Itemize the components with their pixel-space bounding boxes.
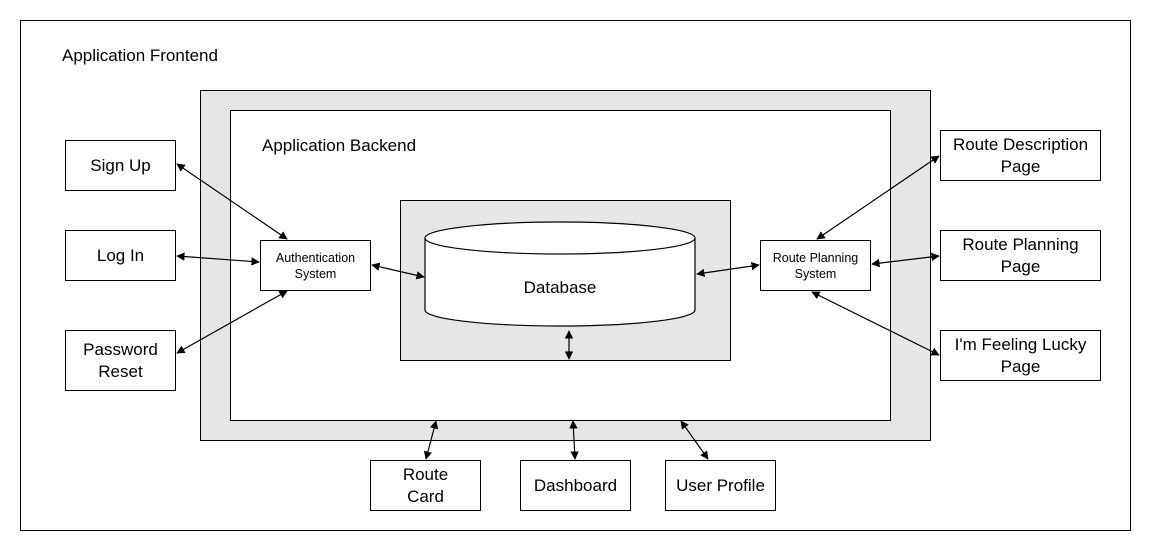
arrow-signup-auth bbox=[176, 163, 288, 240]
database-label: Database bbox=[523, 278, 597, 297]
database-cylinder bbox=[424, 221, 696, 327]
route-planning-page[interactable]: Route Planning Page bbox=[940, 230, 1101, 281]
backend-title: Application Backend bbox=[262, 136, 417, 155]
user-profile-page[interactable]: User Profile bbox=[665, 460, 776, 511]
authentication-system: Authentication System bbox=[260, 240, 371, 291]
log-in-page[interactable]: Log In bbox=[65, 230, 176, 281]
arrow-routeplanning-lucky bbox=[811, 291, 940, 356]
feeling-lucky-page[interactable]: I'm Feeling Lucky Page bbox=[940, 330, 1101, 381]
arrow-auth-database bbox=[371, 262, 425, 280]
frontend-title: Application Frontend bbox=[62, 46, 218, 65]
arrow-reset-auth bbox=[176, 290, 288, 354]
arrow-backend-routecard bbox=[423, 420, 439, 460]
arrow-routeplanning-description bbox=[816, 155, 940, 240]
arrow-backend-dashboard bbox=[569, 420, 579, 460]
route-card-page[interactable]: Route Card bbox=[370, 460, 481, 511]
arrow-routeplanning-page bbox=[871, 252, 940, 268]
password-reset-page[interactable]: Password Reset bbox=[65, 330, 176, 391]
arrow-login-auth bbox=[176, 252, 260, 266]
sign-up-page[interactable]: Sign Up bbox=[65, 140, 176, 191]
arrow-backend-userprofile bbox=[680, 420, 709, 460]
arrow-database-routeplanning bbox=[696, 261, 760, 278]
dashboard-page[interactable]: Dashboard bbox=[520, 460, 631, 511]
route-description-page[interactable]: Route Description Page bbox=[940, 130, 1101, 181]
route-planning-system: Route Planning System bbox=[760, 240, 871, 291]
